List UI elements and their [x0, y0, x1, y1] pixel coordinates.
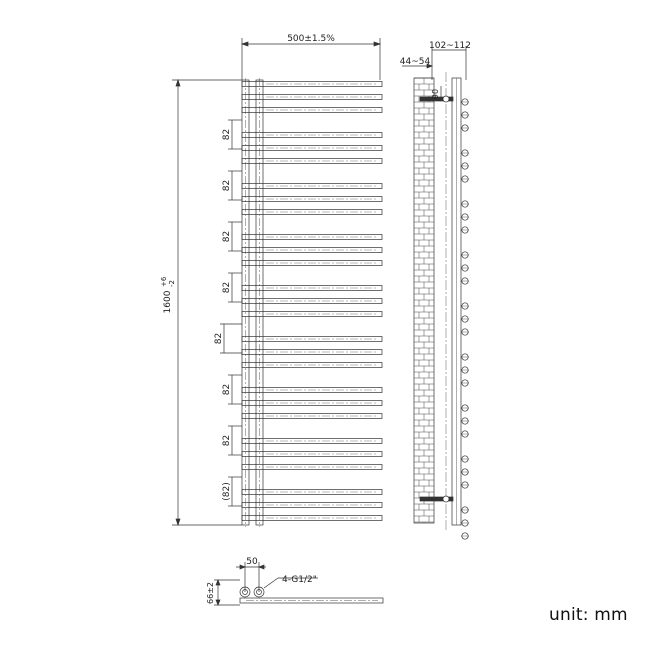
front-bar	[241, 387, 383, 393]
pipe-spacing-label: 50	[246, 557, 258, 567]
offset-arrow	[426, 63, 433, 69]
front-bar	[241, 285, 383, 291]
front-bar	[241, 464, 383, 470]
width-arrow-right	[373, 41, 382, 47]
spacing-label: 82	[222, 129, 232, 140]
pipe-arrow-right	[258, 564, 265, 570]
front-bar	[241, 132, 383, 138]
connection-leader	[263, 577, 279, 589]
front-bar	[241, 158, 383, 164]
front-bar	[241, 196, 383, 202]
bottom-height-label: 66±2	[206, 582, 215, 604]
bottom-bracket	[419, 496, 454, 502]
front-bar	[241, 247, 383, 253]
height-arrow-top	[175, 78, 181, 87]
pipe-left-outer	[239, 586, 251, 598]
pipe-right-inner	[256, 589, 262, 595]
wall-offset-label: 44~54	[400, 57, 431, 67]
front-view	[172, 38, 383, 527]
front-bar	[241, 349, 383, 355]
front-bar	[241, 515, 383, 521]
front-bar	[241, 298, 383, 304]
bracket-label: 90	[431, 89, 440, 99]
spacing-labels: 82 82 82 82 82 82 82 (82)	[214, 129, 232, 501]
spacing-label: 82	[222, 282, 232, 293]
height-tolerance-lower: -2	[168, 280, 176, 287]
top-bracket	[419, 96, 454, 102]
side-view	[402, 46, 469, 540]
depth-label: 102~112	[429, 41, 471, 51]
front-bar	[241, 311, 383, 317]
front-bar	[241, 362, 383, 368]
front-bar	[241, 209, 383, 215]
front-bar	[241, 234, 383, 240]
spacing-dims	[220, 119, 242, 507]
spacing-label: 82	[222, 231, 232, 242]
connection-label: 4-G1/2"	[282, 575, 317, 585]
bottom-height-arrow-bottom	[215, 599, 221, 606]
bottom-height-arrow-top	[215, 579, 221, 586]
spacing-label: 82	[222, 384, 232, 395]
bottom-bar	[239, 597, 384, 604]
width-label: 500±1.5%	[287, 34, 335, 44]
front-bar	[241, 400, 383, 406]
bottom-view	[214, 562, 384, 606]
front-bar	[241, 413, 383, 419]
pipe-left-inner	[242, 589, 248, 595]
pipe-right-outer	[253, 586, 265, 598]
width-arrow-left	[240, 41, 249, 47]
front-bar	[241, 336, 383, 342]
front-bars	[241, 81, 383, 521]
spacing-label: 82	[214, 333, 224, 344]
side-bar-ends	[461, 98, 469, 540]
front-bar	[241, 94, 383, 100]
front-bar	[241, 183, 383, 189]
height-arrow-bottom	[175, 518, 181, 527]
front-bar	[241, 81, 383, 87]
front-bar	[241, 438, 383, 444]
unit-label: unit: mm	[549, 605, 628, 625]
height-tolerance-upper: +6	[160, 276, 168, 287]
bottom-bracket-bolt	[442, 495, 450, 503]
front-bar	[241, 489, 383, 495]
pipe-arrow-left	[239, 564, 246, 570]
spacing-label: 82	[222, 180, 232, 191]
front-bar	[241, 502, 383, 508]
wall-bricks	[414, 77, 434, 523]
height-label: 1600	[163, 290, 173, 313]
front-bar	[241, 260, 383, 266]
spacing-label: (82)	[222, 482, 232, 500]
front-bar	[241, 107, 383, 113]
front-bar	[241, 451, 383, 457]
front-bar	[241, 145, 383, 151]
spacing-label: 82	[222, 435, 232, 446]
height-label-group: 1600 +6 -2	[160, 276, 176, 313]
wall	[413, 77, 435, 524]
top-bracket-bolt	[442, 95, 450, 103]
